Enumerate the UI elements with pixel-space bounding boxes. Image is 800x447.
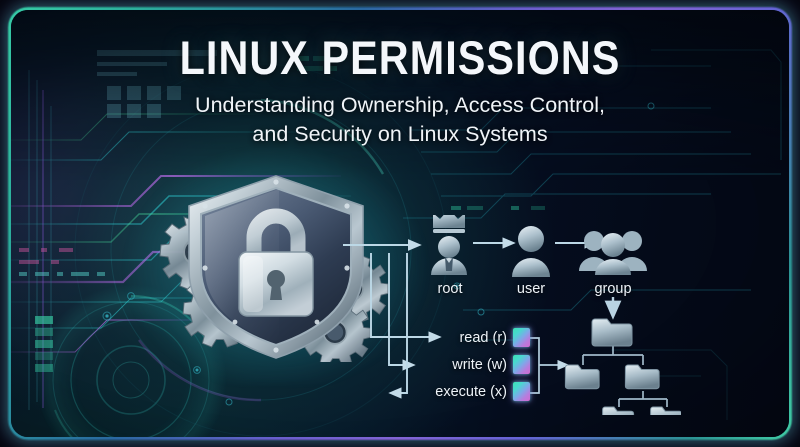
connector-shield-to-permissions bbox=[370, 253, 442, 399]
folder-icon bbox=[564, 318, 681, 415]
title-block: LINUX PERMISSIONS Understanding Ownershi… bbox=[11, 31, 789, 148]
permission-label-read: read (r) bbox=[459, 330, 507, 346]
subtitle-line-2: and Security on Linux Systems bbox=[252, 121, 548, 146]
user-group-icon bbox=[579, 231, 647, 275]
user-icon bbox=[512, 226, 550, 277]
page-title: LINUX PERMISSIONS bbox=[179, 31, 621, 84]
poster-inner-panel: LINUX PERMISSIONS Understanding Ownershi… bbox=[11, 10, 789, 437]
node-label-root: root bbox=[437, 281, 463, 297]
permission-swatch-write bbox=[513, 355, 530, 374]
permission-label-write: write (w) bbox=[452, 357, 507, 373]
shield-lock-icon bbox=[188, 175, 364, 359]
permissions-diagram: root user group read (r) write (w) execu… bbox=[341, 215, 681, 415]
crowned-user-icon bbox=[431, 215, 467, 275]
node-label-group: group bbox=[594, 281, 632, 297]
permission-label-execute: execute (x) bbox=[435, 384, 507, 400]
connector-permissions-merge bbox=[526, 337, 570, 394]
permission-swatch-read bbox=[513, 328, 530, 347]
folder-tree-icon bbox=[564, 318, 681, 415]
folder-tree-links bbox=[582, 345, 668, 407]
central-emblem bbox=[121, 144, 431, 384]
permission-swatch-execute bbox=[513, 382, 530, 401]
node-label-user: user bbox=[516, 281, 546, 297]
subtitle-line-1: Understanding Ownership, Access Control, bbox=[195, 93, 605, 118]
